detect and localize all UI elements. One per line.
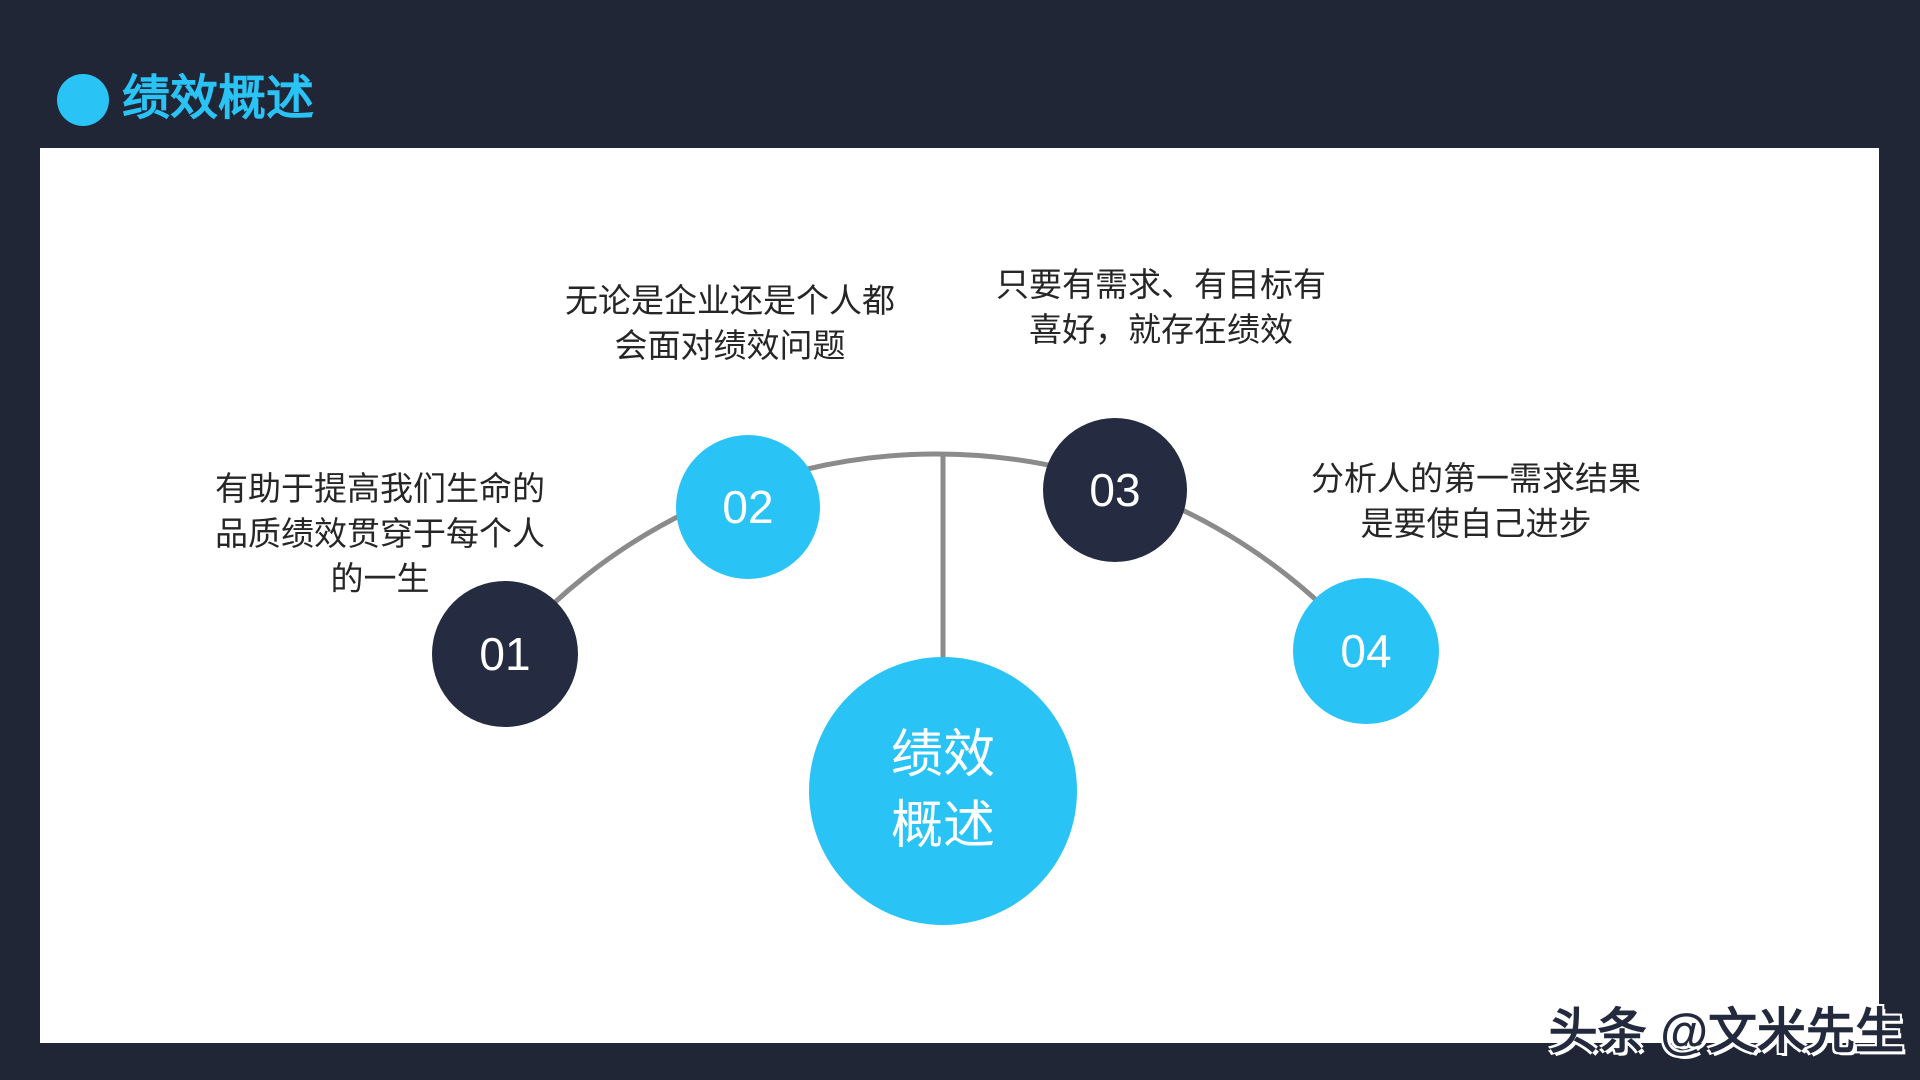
node-number: 03 xyxy=(1089,464,1141,516)
description-line: 无论是企业还是个人都 xyxy=(565,282,895,319)
node-description-01: 有助于提高我们生命的 品质绩效贯穿于每个人 的一生 xyxy=(180,466,580,601)
center-concept-line: 绩效 xyxy=(890,726,995,784)
description-line: 只要有需求、有目标有 xyxy=(996,266,1326,303)
center-concept-line: 概述 xyxy=(890,797,995,855)
node-circle-04: 04 xyxy=(1293,578,1439,724)
node-description-04: 分析人的第一需求结果 是要使自己进步 xyxy=(1276,456,1676,546)
node-circle-03: 03 xyxy=(1043,418,1187,562)
description-line: 分析人的第一需求结果 xyxy=(1311,460,1641,497)
description-line: 是要使自己进步 xyxy=(1360,505,1592,542)
title-bullet-icon xyxy=(57,74,109,126)
node-circle-02: 02 xyxy=(676,435,820,579)
description-line: 喜好，就存在绩效 xyxy=(1029,311,1293,348)
arc-connector xyxy=(503,451,1368,656)
description-line: 会面对绩效问题 xyxy=(614,327,846,364)
node-number: 04 xyxy=(1340,625,1392,677)
node-description-03: 只要有需求、有目标有 喜好，就存在绩效 xyxy=(961,262,1361,352)
node-number: 02 xyxy=(722,481,774,533)
node-description-02: 无论是企业还是个人都 会面对绩效问题 xyxy=(530,278,930,368)
node-number: 01 xyxy=(479,628,531,680)
watermark-text: 头条 @文米先生 xyxy=(1548,1005,1904,1059)
node-circle-01: 01 xyxy=(432,581,578,727)
description-line: 品质绩效贯穿于每个人 xyxy=(215,515,545,552)
center-concept-circle: 绩效 概述 xyxy=(809,657,1077,925)
slide-title: 绩效概述 xyxy=(122,72,315,125)
description-line: 的一生 xyxy=(330,560,430,597)
description-line: 有助于提高我们生命的 xyxy=(215,470,545,507)
